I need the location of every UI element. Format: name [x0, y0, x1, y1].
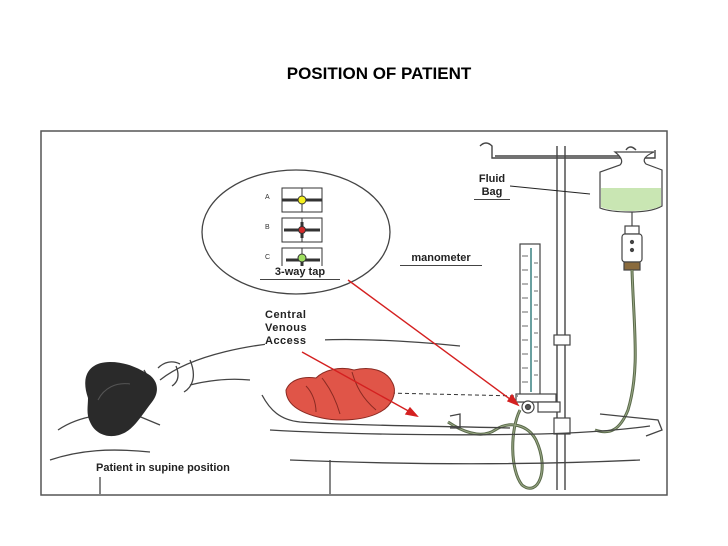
patient-position-label: Patient in supine position	[90, 460, 280, 477]
tap-label-c: C	[265, 254, 271, 261]
tap-detail-circle	[201, 169, 391, 295]
arrows	[301, 279, 520, 418]
tap-arrow	[347, 279, 515, 403]
diagram-drawing	[40, 130, 668, 496]
manometer-label: manometer	[400, 252, 482, 266]
heart	[285, 367, 395, 421]
venous-tubing	[447, 409, 544, 490]
hair	[85, 362, 157, 437]
manometer-ruler	[515, 243, 571, 435]
fluid-bag-label: Fluid Bag	[474, 173, 510, 200]
slide-title: POSITION OF PATIENT	[286, 64, 472, 83]
tap-position-b	[281, 217, 323, 243]
fluid-bag	[599, 151, 663, 226]
diagram-figure: A B C Fluid Bag manometer 3-way tap Cent…	[40, 130, 668, 496]
central-venous-access-label: Central Venous Access	[265, 309, 325, 348]
fluid-bag-pointer	[509, 185, 591, 195]
three-way-tap-label: 3-way tap	[260, 266, 340, 280]
tap-label-b: B	[265, 224, 270, 231]
cva-arrow	[301, 351, 413, 414]
cva-arrow-head	[404, 406, 419, 418]
drip-chamber	[621, 225, 643, 271]
fluid-level	[601, 188, 661, 211]
figure-frame	[40, 130, 668, 496]
tap-arrow-head	[506, 393, 520, 407]
tap-label-a: A	[265, 194, 270, 201]
tap-position-a	[281, 187, 323, 213]
